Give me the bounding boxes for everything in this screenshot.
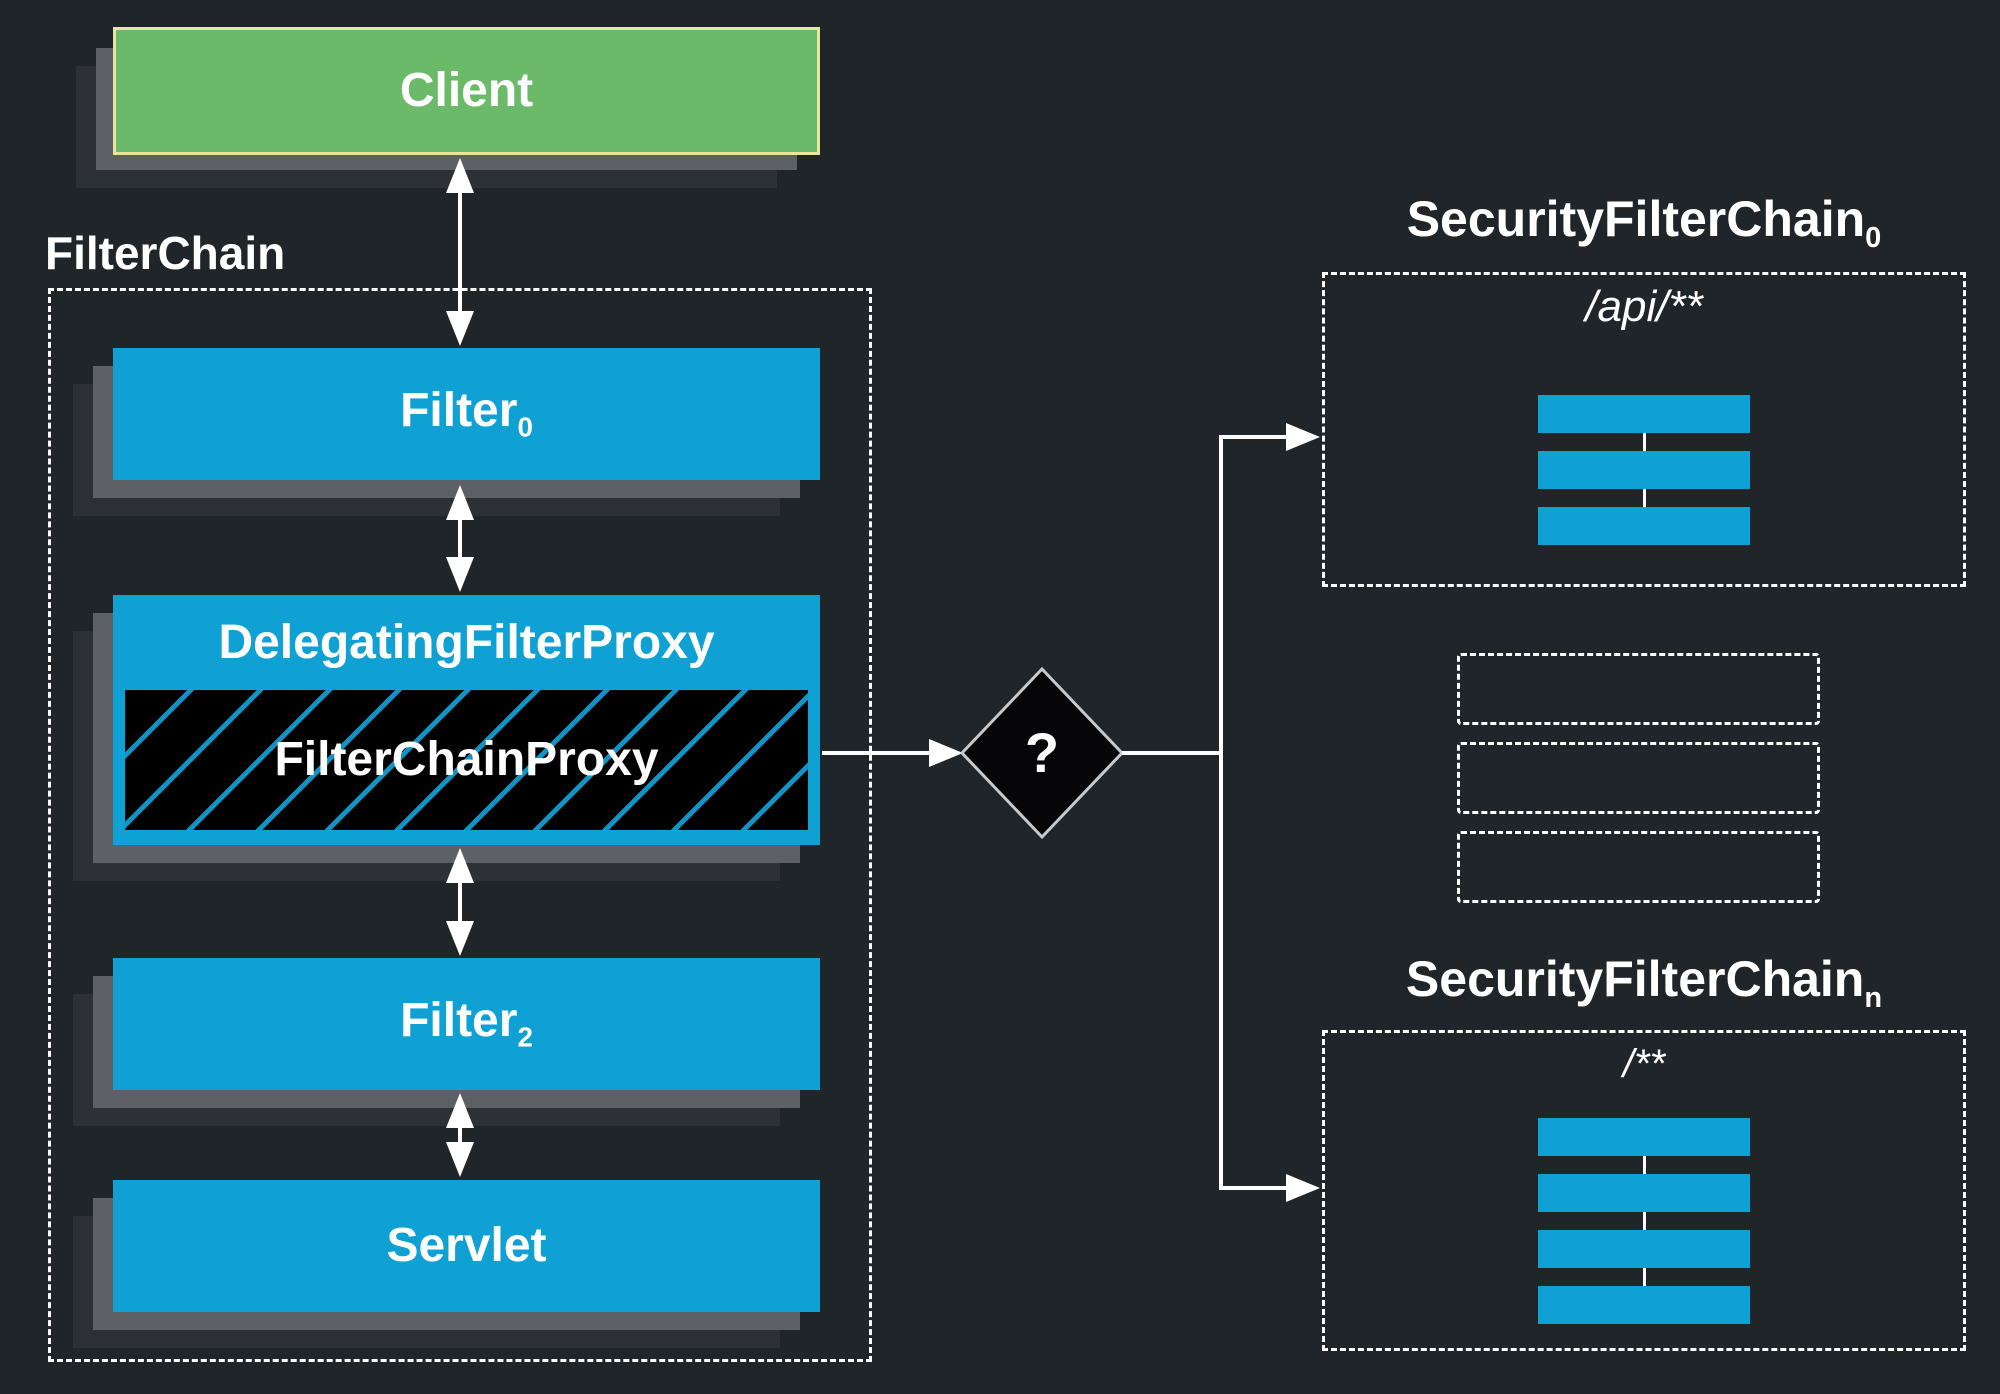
branch-to-chain-n-arrowhead	[1286, 1174, 1320, 1202]
client-box: Client	[76, 27, 820, 188]
proxy-to-decision-arrowhead	[929, 739, 963, 767]
placeholder-chain-box	[1457, 742, 1820, 814]
filter-bar	[1538, 1230, 1750, 1268]
filter-chain-proxy-box: FilterChainProxy	[125, 690, 808, 830]
filter-bar-connector	[1642, 1156, 1646, 1174]
filter-bar	[1538, 1286, 1750, 1324]
filter2-box: Filter2	[73, 958, 820, 1126]
security-filter-chain0-filters	[1538, 395, 1750, 545]
filter2-label-base: Filter	[400, 993, 518, 1047]
security-filter-chain0-label-subscript: 0	[1865, 222, 1882, 254]
servlet-label: Servlet	[386, 1219, 547, 1272]
delegating-filter-proxy-label: DelegatingFilterProxy	[218, 616, 715, 669]
security-filter-chain-n-pattern: /**	[1622, 1042, 1666, 1086]
placeholder-chain-box	[1457, 653, 1820, 725]
security-filter-chain0-label: SecurityFilterChain0	[1322, 190, 1966, 255]
filter0-box: Filter0	[73, 348, 820, 516]
placeholder-chains	[1457, 653, 1820, 903]
filter0-label-subscript: 0	[517, 411, 533, 443]
filter-bar-connector	[1642, 1212, 1646, 1230]
filter-chain-proxy-label: FilterChainProxy	[274, 733, 659, 786]
filter-bar-connector	[1642, 433, 1646, 451]
filter-bar	[1538, 1174, 1750, 1212]
security-filter-chain-n-box	[1322, 1030, 1966, 1351]
placeholder-chain-box	[1457, 831, 1820, 903]
client-label: Client	[399, 64, 534, 117]
branch-to-chain0-arrowhead	[1286, 423, 1320, 451]
filter0-label-base: Filter	[400, 383, 518, 437]
filter-bar	[1538, 451, 1750, 489]
security-filter-chain-n-label-base: SecurityFilterChain	[1405, 951, 1865, 1007]
filter-bar-connector	[1642, 1268, 1646, 1286]
security-filter-chain-n-label: SecurityFilterChainn	[1322, 950, 1966, 1015]
servlet-box: Servlet	[73, 1180, 820, 1348]
security-filter-chain-n-label-subscript: n	[1864, 982, 1883, 1014]
filter-bar	[1538, 1118, 1750, 1156]
security-filter-chain0-box	[1322, 272, 1966, 587]
filter-bar-connector	[1642, 489, 1646, 507]
security-filter-chain0-label-base: SecurityFilterChain	[1406, 191, 1866, 247]
decision-diamond	[959, 666, 1125, 840]
delegating-filter-proxy-box: DelegatingFilterProxy FilterChainProxy	[73, 595, 820, 881]
filter0-label: Filter0	[400, 383, 533, 443]
filter2-label-subscript: 2	[517, 1021, 533, 1053]
filter-chain-label: FilterChain	[45, 227, 286, 279]
decision-question-mark: ?	[1025, 721, 1059, 784]
filter2-label: Filter2	[400, 993, 533, 1053]
security-filter-chain-n-filters	[1538, 1118, 1750, 1324]
security-filter-chain0-pattern: /api/**	[1585, 282, 1703, 331]
filter-bar	[1538, 507, 1750, 545]
filter-bar	[1538, 395, 1750, 433]
